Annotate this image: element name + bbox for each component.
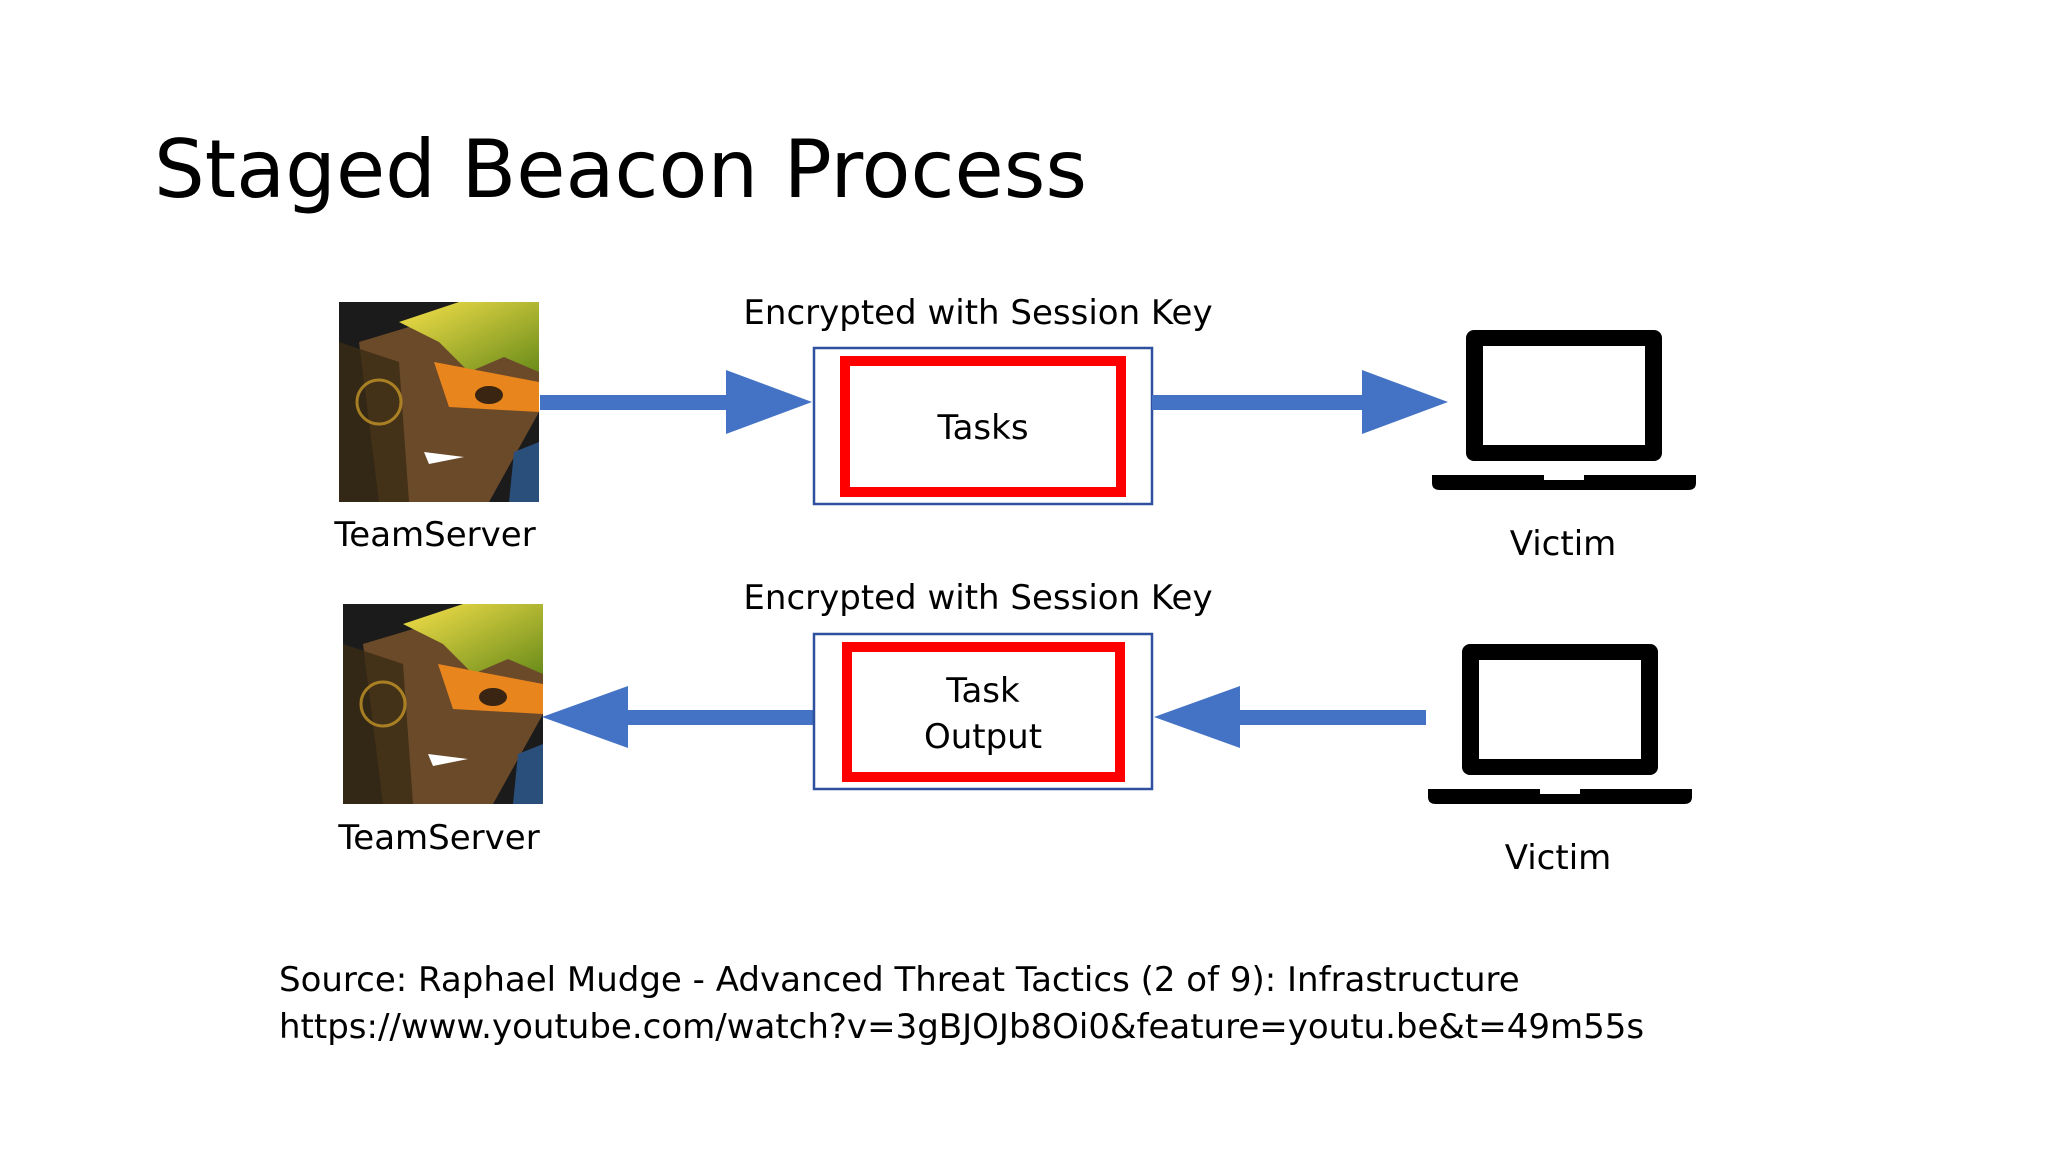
teamserver-label: TeamServer (338, 818, 540, 858)
arrow-victim-to-box (1154, 686, 1426, 748)
arrow-box-to-victim (1152, 370, 1448, 434)
source-citation: Source: Raphael Mudge - Advanced Threat … (279, 960, 1520, 1000)
teamserver-icon (339, 302, 539, 502)
payload-box-output (842, 642, 1125, 782)
victim-label: Victim (1504, 838, 1612, 878)
laptop-icon (1432, 330, 1696, 490)
slide-title: Staged Beacon Process (154, 123, 1088, 216)
encryption-label: Encrypted with Session Key (743, 578, 1213, 618)
teamserver-label: TeamServer (334, 515, 536, 555)
encryption-label: Encrypted with Session Key (743, 293, 1213, 333)
payload-label-output: Output (923, 717, 1043, 757)
payload-label-task: Task (946, 671, 1020, 711)
victim-label: Victim (1509, 524, 1617, 564)
payload-label-tasks: Tasks (937, 408, 1029, 448)
arrow-teamserver-to-box (540, 370, 812, 434)
source-url: https://www.youtube.com/watch?v=3gBJOJb8… (279, 1007, 1645, 1047)
teamserver-icon (343, 604, 543, 804)
payload-box-tasks (840, 356, 1126, 497)
laptop-icon (1428, 644, 1692, 804)
arrow-box-to-teamserver (542, 686, 814, 748)
